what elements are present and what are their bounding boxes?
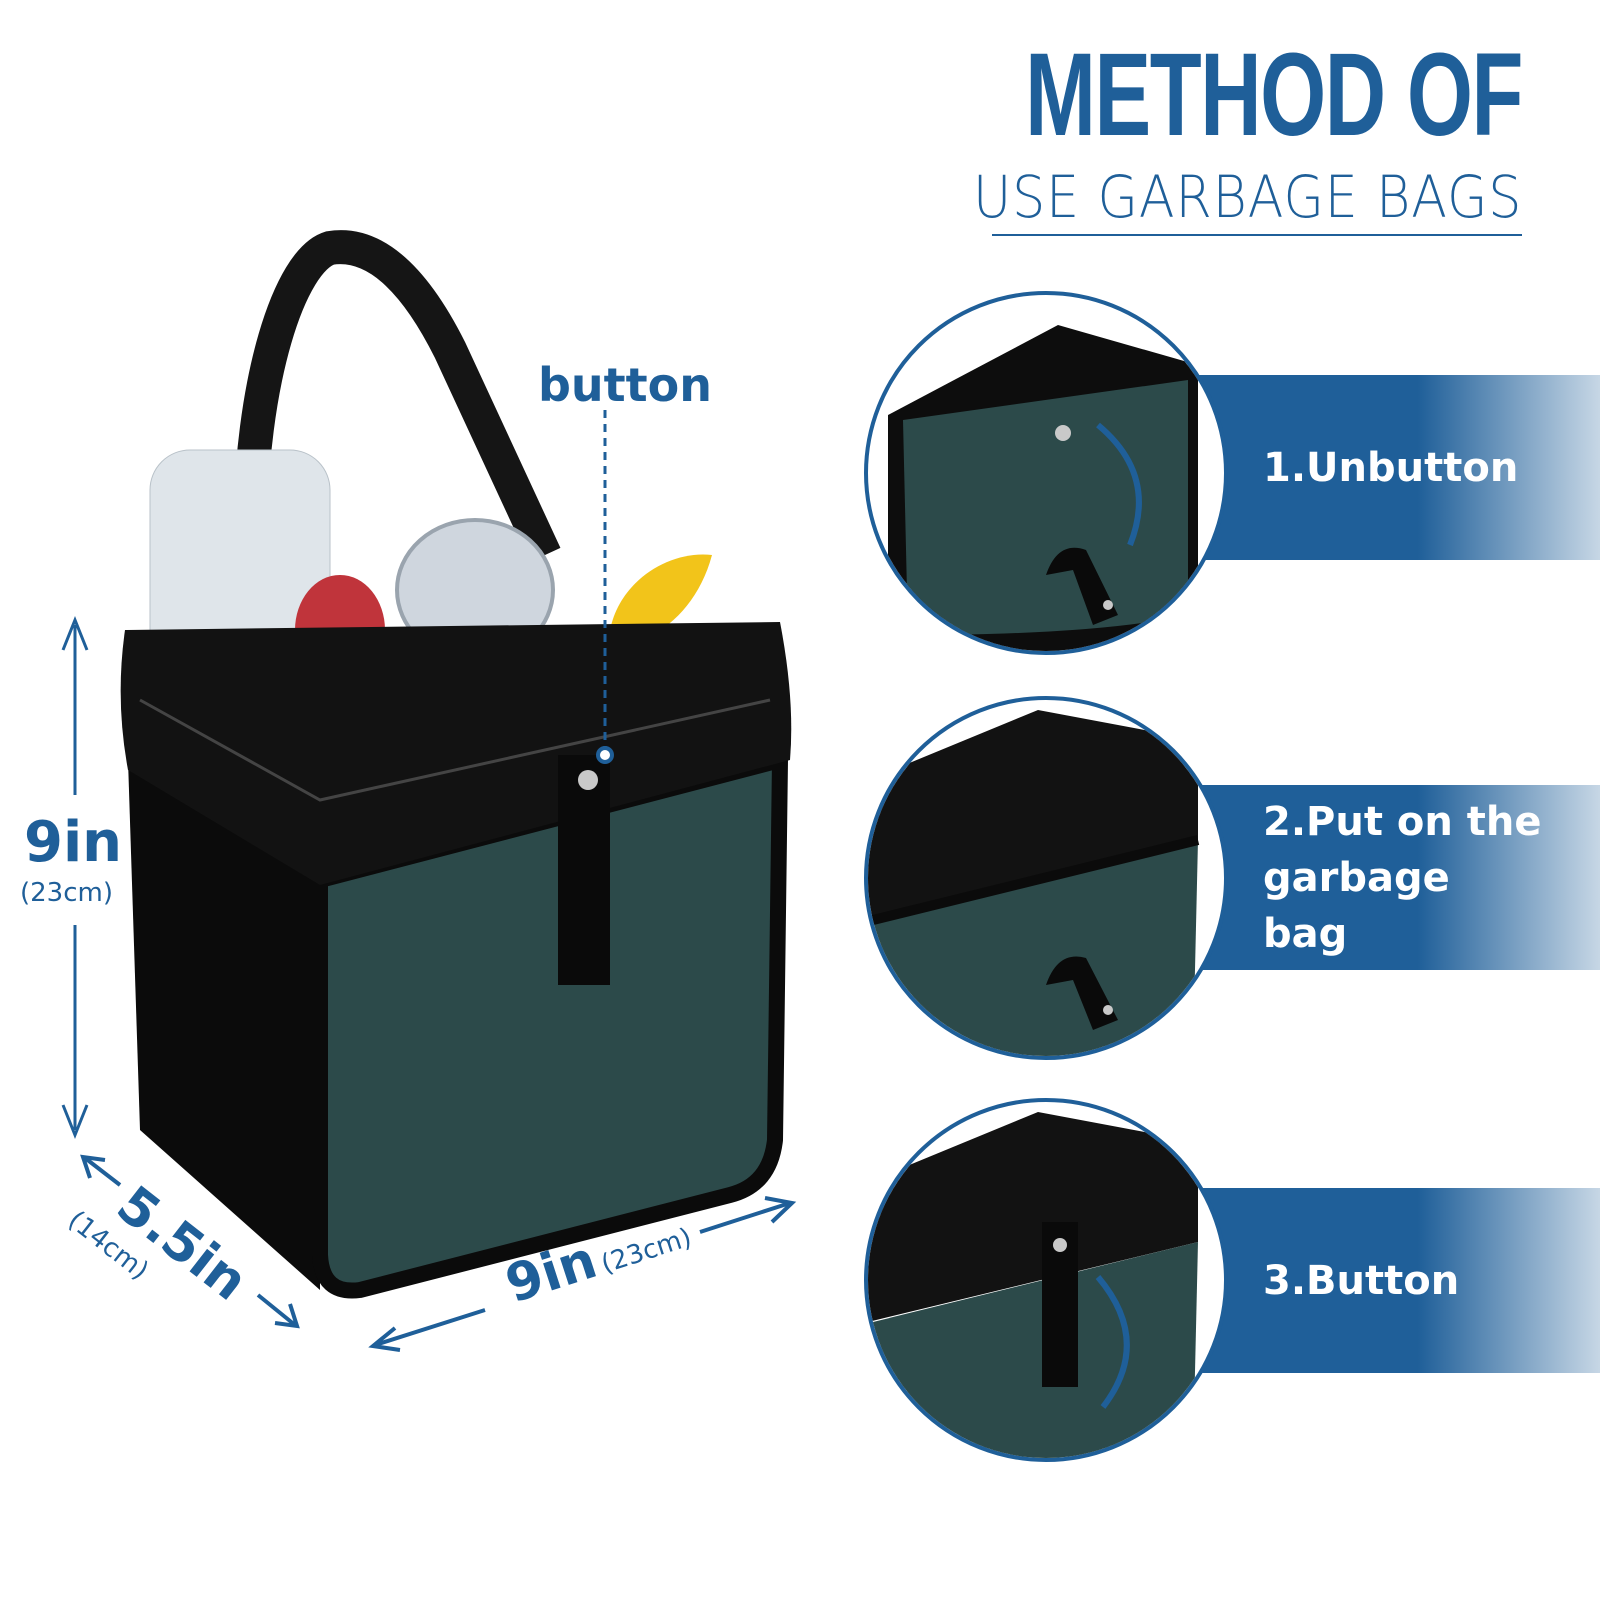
step-3-image <box>864 1098 1228 1462</box>
step-band-1: 1.Unbutton <box>1195 375 1600 560</box>
snap-button <box>578 770 598 790</box>
step-1-image <box>864 291 1228 655</box>
step-2-image <box>864 696 1228 1060</box>
step-label-1: 1.Unbutton <box>1263 444 1519 491</box>
garbage-bag-rim <box>120 622 792 885</box>
banana <box>610 554 712 640</box>
page-title: METHOD OF <box>1025 29 1523 161</box>
step-band-2: 2.Put on the garbage bag <box>1195 785 1600 970</box>
arrow-down-icon <box>1096 422 1142 547</box>
height-dimension: 9in <box>24 810 123 875</box>
product-image <box>61 230 797 1352</box>
page-subtitle: USE GARBAGE BAGS <box>972 163 1522 231</box>
bag-front-felt <box>312 749 789 1299</box>
arrow-up-icon <box>1095 1275 1130 1409</box>
step-label-2: 2.Put on the garbage bag <box>1263 798 1542 957</box>
step-label-3: 3.Button <box>1263 1257 1460 1304</box>
height-dimension-metric: (23cm) <box>20 878 113 908</box>
step-band-3: 3.Button <box>1195 1188 1600 1373</box>
subtitle-underline <box>992 234 1522 236</box>
button-tab <box>558 755 610 985</box>
button-callout-label: button <box>538 358 713 412</box>
bag-side <box>128 760 320 1290</box>
strap <box>233 230 561 563</box>
